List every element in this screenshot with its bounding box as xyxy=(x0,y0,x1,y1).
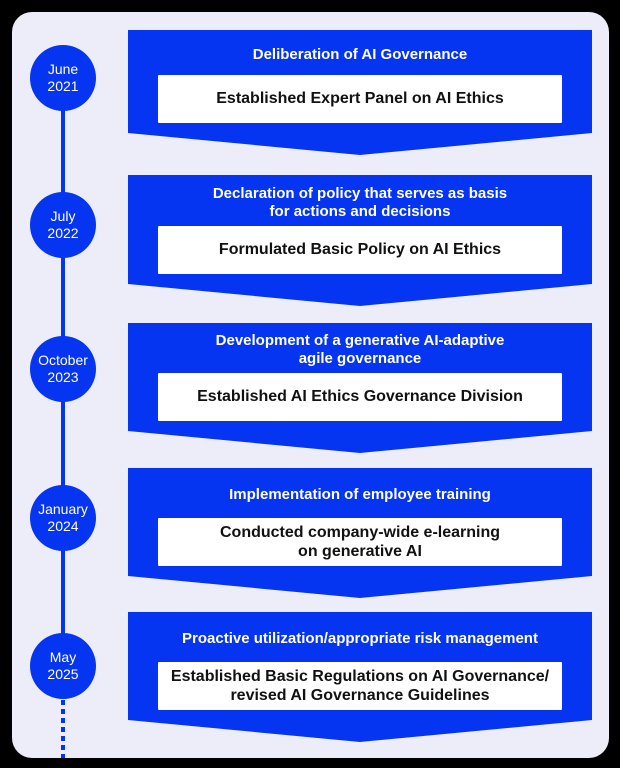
banner-title: Development of a generative AI-adaptive … xyxy=(215,332,505,367)
timeline-connector-dotted-line xyxy=(61,700,65,758)
banner-title: Implementation of employee training xyxy=(229,485,491,503)
timeline-date-badge: January 2024 xyxy=(30,485,96,551)
timeline-date-badge: October 2023 xyxy=(30,336,96,402)
timeline-banner: Development of a generative AI-adaptive … xyxy=(128,323,592,453)
banner-detail-box: Established Expert Panel on AI Ethics xyxy=(158,75,562,123)
banner-detail-box: Established Basic Regulations on AI Gove… xyxy=(158,662,562,710)
banner-detail-box: Conducted company-wide e-learning on gen… xyxy=(158,518,562,566)
timeline-banner: Implementation of employee training Cond… xyxy=(128,468,592,598)
timeline-date-badge: July 2022 xyxy=(30,192,96,258)
timeline-banner: Declaration of policy that serves as bas… xyxy=(128,175,592,306)
timeline-date-badge: June 2021 xyxy=(30,45,96,111)
timeline-date-badge: May 2025 xyxy=(30,633,96,699)
banner-title: Declaration of policy that serves as bas… xyxy=(212,184,508,220)
banner-detail-box: Formulated Basic Policy on AI Ethics xyxy=(158,226,562,274)
banner-title: Proactive utilization/appropriate risk m… xyxy=(182,629,538,647)
timeline-banner: Deliberation of AI Governance Establishe… xyxy=(128,30,592,155)
timeline-banner: Proactive utilization/appropriate risk m… xyxy=(128,612,592,742)
banner-detail-box: Established AI Ethics Governance Divisio… xyxy=(158,373,562,421)
banner-title: Deliberation of AI Governance xyxy=(252,45,468,63)
timeline-card: June 2021 July 2022 October 2023 January… xyxy=(12,12,609,758)
